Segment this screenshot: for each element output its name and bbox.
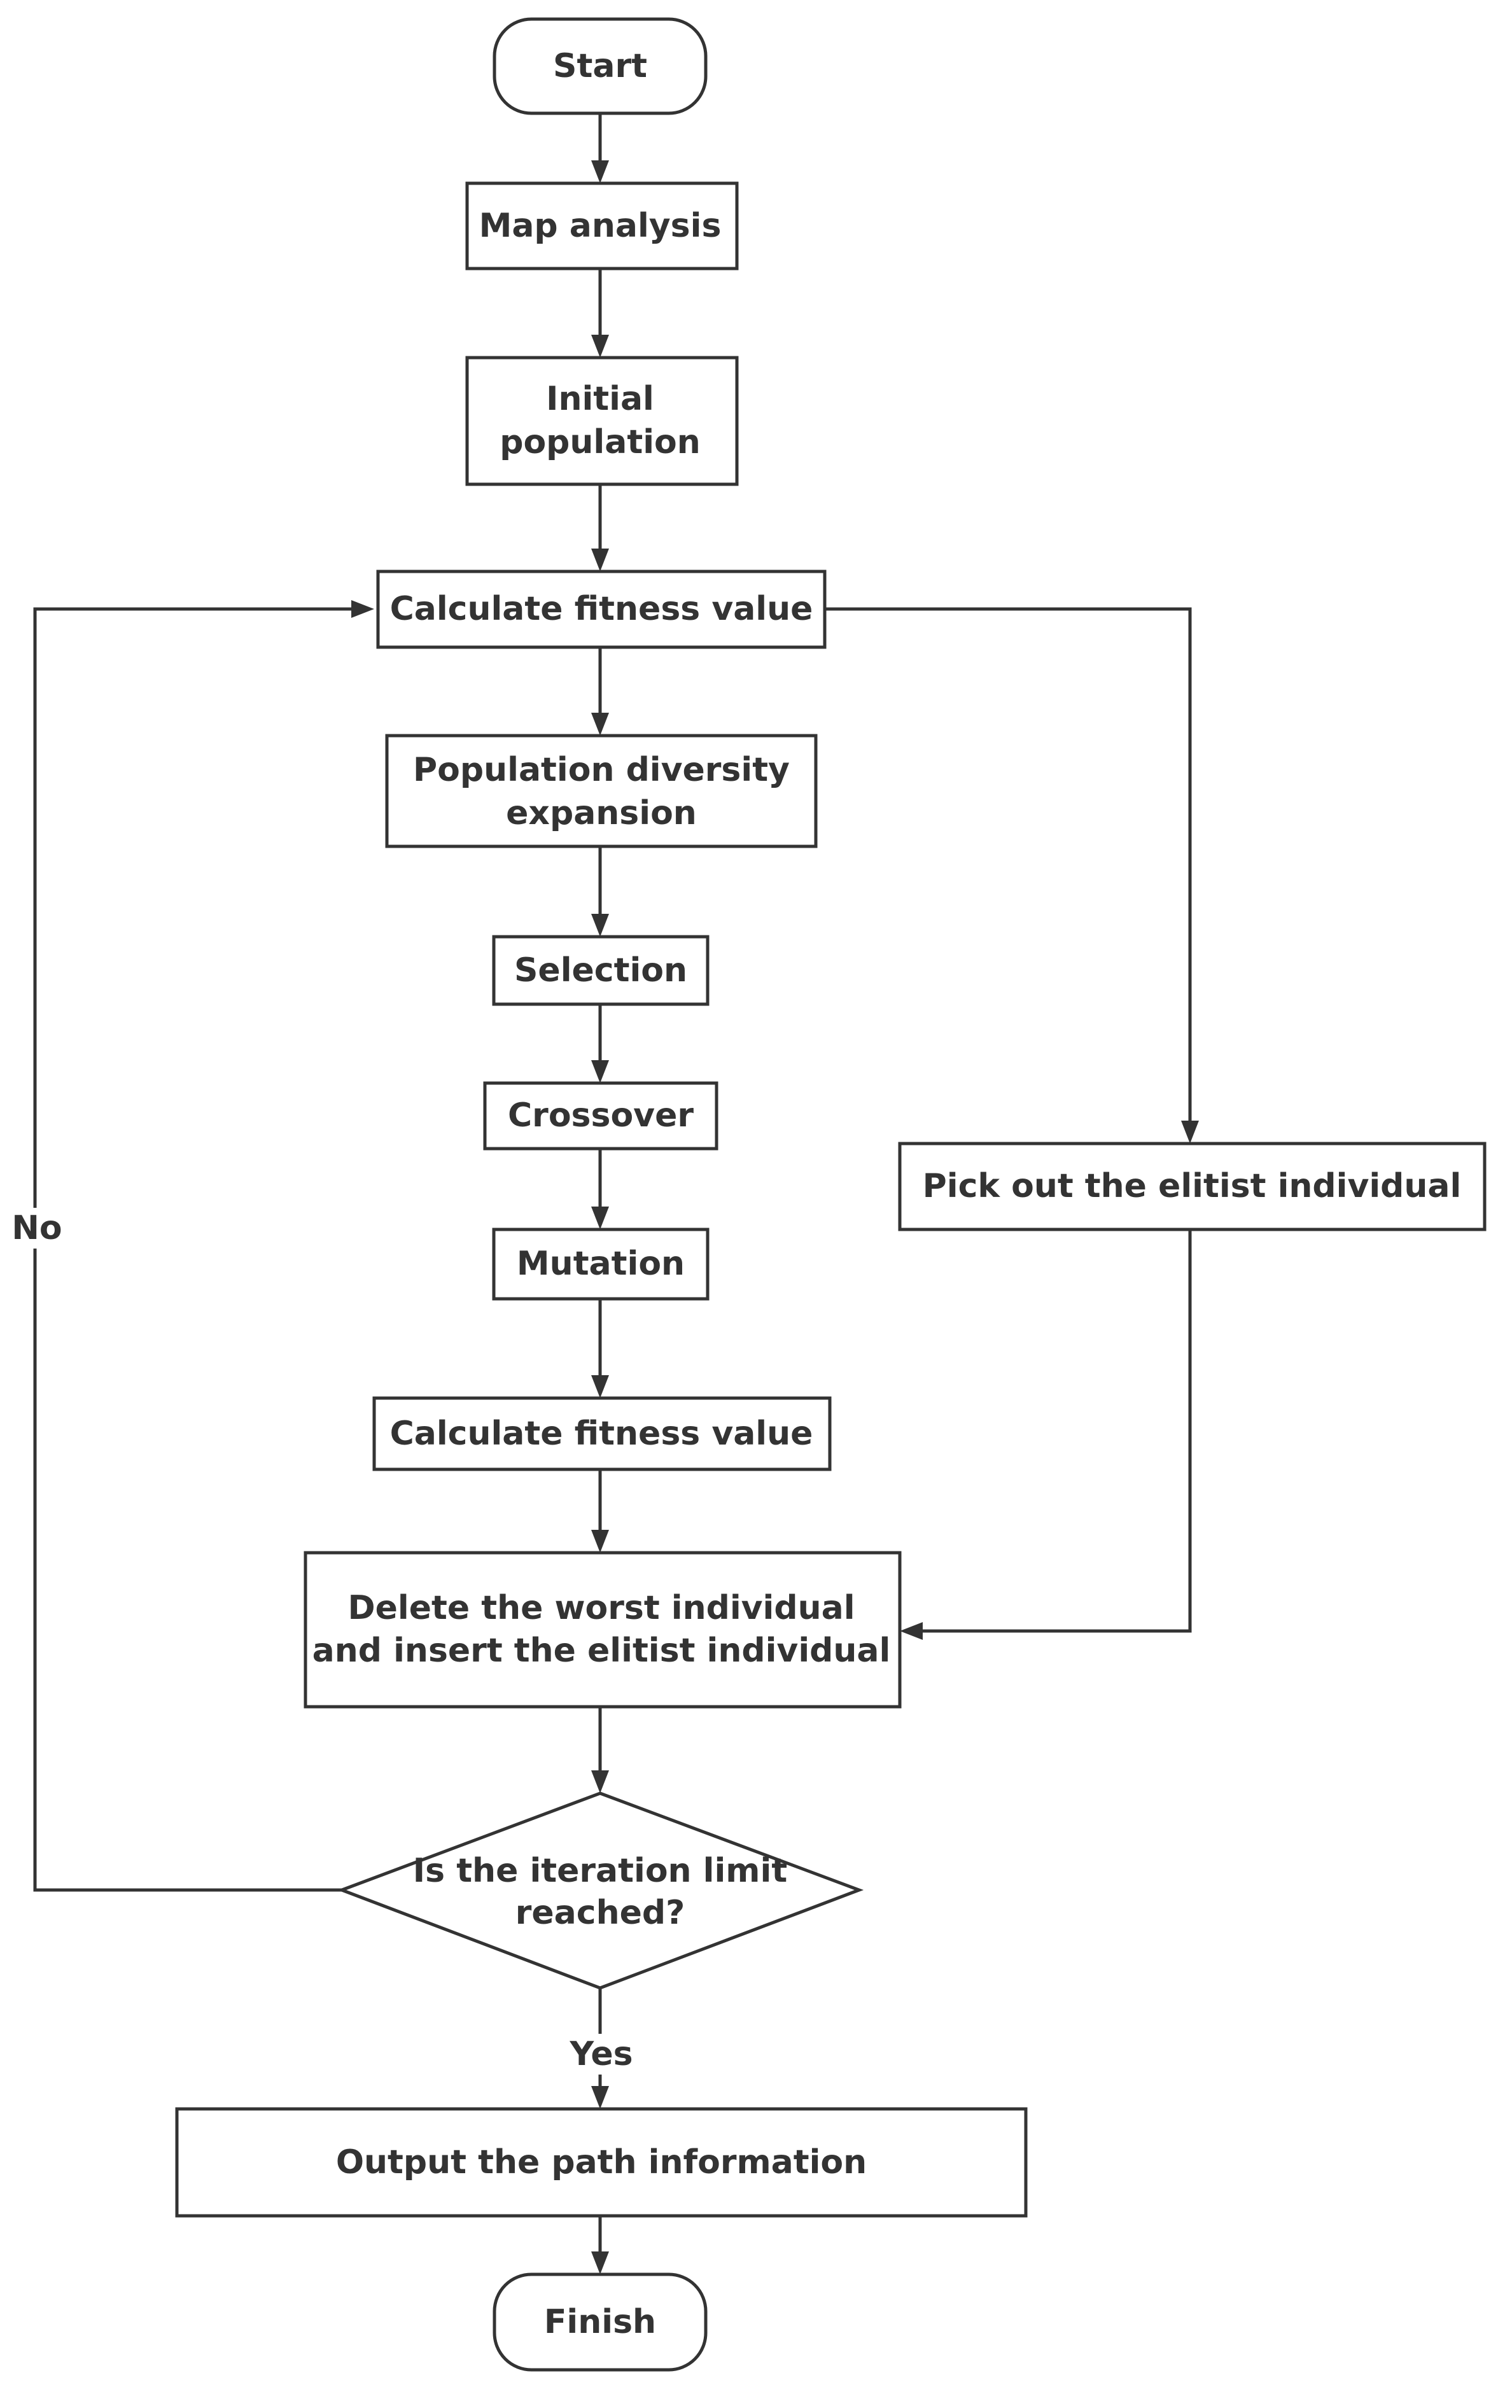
edge-elitist-delete bbox=[923, 1229, 1192, 1633]
initial-population-label-line1: Initial bbox=[546, 380, 654, 418]
initial-population-box bbox=[465, 356, 739, 486]
start-label: Start bbox=[553, 47, 647, 85]
calc-fitness-1-node: Calculate fitness value bbox=[376, 570, 827, 649]
arrowhead bbox=[591, 1207, 609, 1229]
start-terminator bbox=[493, 17, 708, 115]
map-analysis-label: Map analysis bbox=[479, 207, 722, 245]
calc-fitness-2-node: Calculate fitness value bbox=[372, 1396, 832, 1471]
calc-fitness-2-box bbox=[372, 1396, 832, 1471]
arrowhead bbox=[591, 549, 609, 571]
mutation-box bbox=[492, 1228, 710, 1301]
finish-label: Finish bbox=[544, 2303, 656, 2341]
iteration-decision-label-line2: reached? bbox=[515, 1894, 685, 1932]
arrowhead bbox=[591, 2251, 609, 2274]
calc-fitness-2-label: Calculate fitness value bbox=[390, 1415, 813, 1453]
delete-insert-label-line1: Delete the worst individual bbox=[347, 1589, 855, 1627]
pick-elitist-node: Pick out the elitist individual bbox=[898, 1142, 1487, 1231]
arrowhead bbox=[351, 600, 374, 618]
mutation-label: Mutation bbox=[517, 1245, 685, 1283]
initial-population-label-line2: population bbox=[500, 423, 701, 461]
yes-label-bg bbox=[569, 2034, 633, 2075]
mutation-node: Mutation bbox=[492, 1228, 710, 1301]
edge-no-loop bbox=[33, 607, 351, 1892]
iteration-decision-diamond bbox=[337, 1791, 864, 1990]
selection-node: Selection bbox=[492, 935, 710, 1006]
arrowhead bbox=[900, 1622, 923, 1640]
selection-box bbox=[492, 935, 710, 1006]
crossover-label: Crossover bbox=[508, 1096, 694, 1135]
arrowhead bbox=[1181, 1121, 1199, 1144]
arrowhead bbox=[591, 1770, 609, 1793]
pick-elitist-box bbox=[898, 1142, 1487, 1231]
delete-insert-label-line2: and insert the elitist individual bbox=[312, 1632, 891, 1670]
delete-insert-node: Delete the worst individual and insert t… bbox=[304, 1551, 902, 1709]
crossover-node: Crossover bbox=[483, 1081, 718, 1151]
map-analysis-node: Map analysis bbox=[465, 181, 739, 270]
edge-fitness-elitist bbox=[825, 607, 1192, 1121]
iteration-decision-label-line1: Is the iteration limit bbox=[413, 1852, 787, 1890]
crossover-box bbox=[483, 1081, 718, 1151]
arrowhead bbox=[591, 914, 609, 937]
arrowhead bbox=[591, 160, 609, 183]
arrowhead bbox=[591, 713, 609, 736]
finish-node: Finish bbox=[493, 2272, 708, 2372]
selection-label: Selection bbox=[514, 951, 687, 990]
initial-population-node: Initial population bbox=[465, 356, 739, 486]
arrowhead bbox=[591, 335, 609, 358]
arrowhead bbox=[591, 1060, 609, 1083]
pick-elitist-label: Pick out the elitist individual bbox=[923, 1167, 1462, 1205]
output-path-box bbox=[175, 2107, 1028, 2218]
diversity-expansion-box bbox=[385, 734, 818, 848]
diversity-expansion-label-line2: expansion bbox=[506, 794, 697, 832]
diversity-expansion-label-line1: Population diversity bbox=[413, 751, 790, 789]
arrowhead bbox=[591, 2086, 609, 2109]
delete-insert-box bbox=[304, 1551, 902, 1709]
no-edge-label: No bbox=[11, 1209, 62, 1247]
arrowhead bbox=[591, 1530, 609, 1553]
calc-fitness-1-box bbox=[376, 570, 827, 649]
yes-edge-label: Yes bbox=[569, 2035, 633, 2073]
arrowhead bbox=[591, 1375, 609, 1398]
start-node: Start bbox=[493, 17, 708, 115]
no-label-bg bbox=[8, 1208, 65, 1249]
diversity-expansion-node: Population diversity expansion bbox=[385, 734, 818, 848]
finish-terminator bbox=[493, 2272, 708, 2372]
output-path-label: Output the path information bbox=[336, 2143, 867, 2181]
output-path-node: Output the path information bbox=[175, 2107, 1028, 2218]
calc-fitness-1-label: Calculate fitness value bbox=[390, 590, 813, 628]
connectors bbox=[33, 113, 1199, 2274]
map-analysis-box bbox=[465, 181, 739, 270]
iteration-decision-node: Is the iteration limit reached? bbox=[337, 1791, 864, 1990]
